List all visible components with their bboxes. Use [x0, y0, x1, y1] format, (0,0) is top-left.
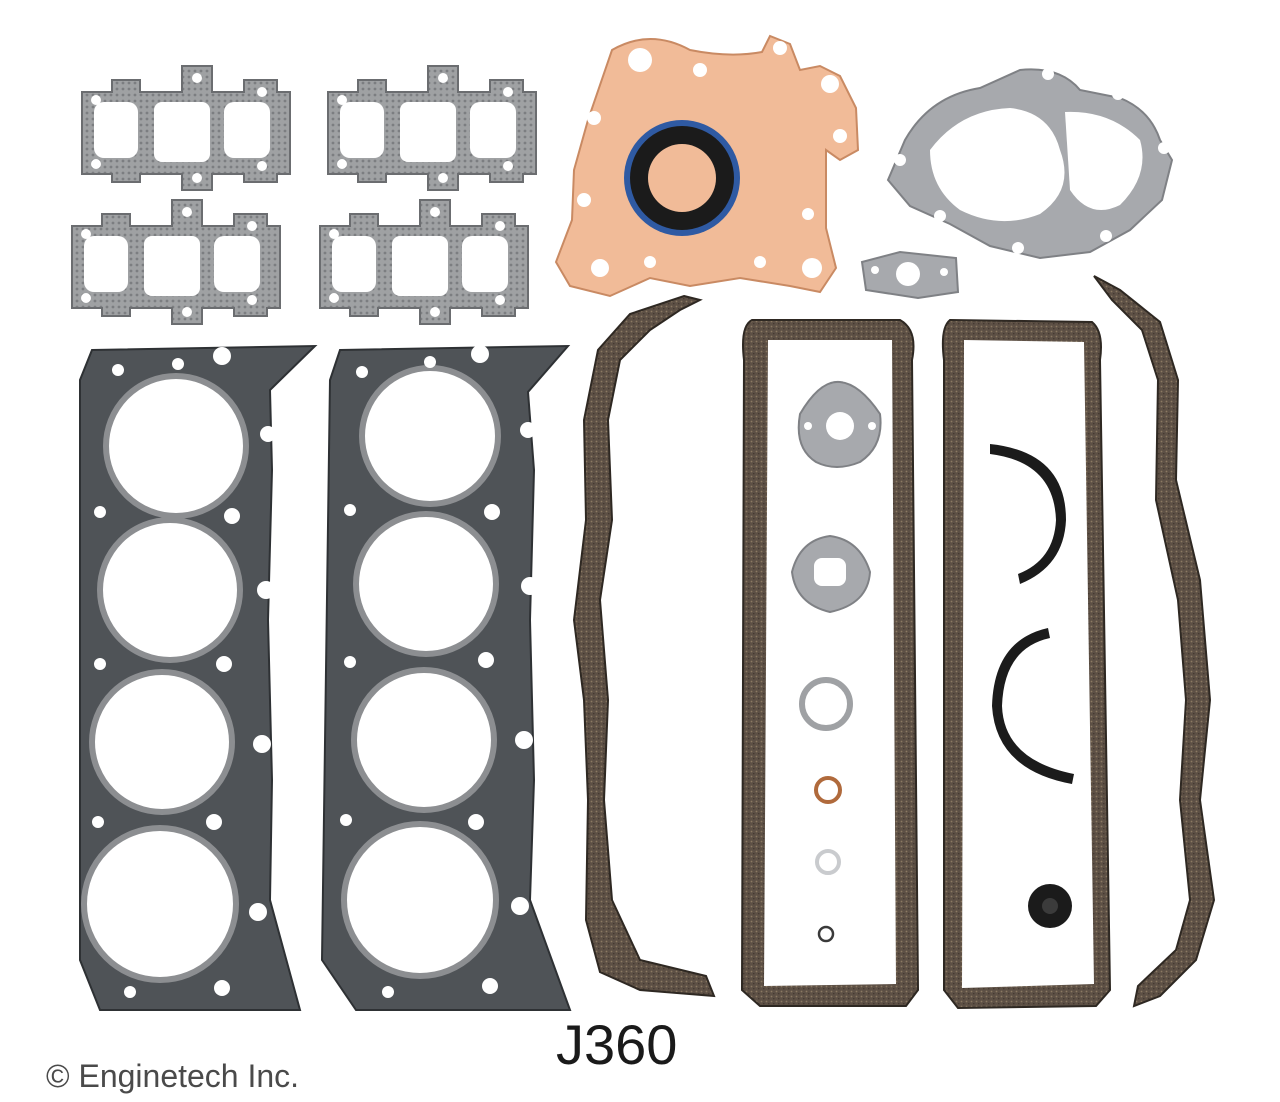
exhaust-manifold-gasket-bottom-left — [71, 199, 281, 325]
rear-main-seal-icon — [990, 444, 1066, 584]
aluminum-washer — [815, 849, 841, 875]
rear-main-seal-upper — [990, 444, 1066, 584]
cylinder-head-gasket-right — [320, 344, 572, 1011]
valve-cover-gasket-icon — [572, 294, 716, 998]
copyright-text: © Enginetech Inc. — [46, 1058, 300, 1094]
thermostat-gasket — [860, 250, 960, 300]
small-o-ring — [817, 925, 835, 943]
exhaust-manifold-gasket-top-left — [81, 65, 291, 191]
grommet — [1028, 884, 1072, 928]
copper-washer — [814, 776, 842, 804]
fuel-pump-gasket — [790, 534, 872, 614]
oil-pan-gasket-left — [572, 294, 716, 998]
cylinder-head-gasket-left — [79, 344, 318, 1011]
o-ring-large — [799, 677, 853, 731]
rear-main-seal-lower — [992, 628, 1074, 784]
exhaust-manifold-gasket-icon — [81, 65, 291, 191]
crank-oil-seal — [624, 120, 740, 236]
exhaust-manifold-gasket-top-right — [327, 65, 537, 191]
part-number-label: J360 — [556, 1013, 678, 1076]
water-pump-gasket — [886, 68, 1174, 260]
oil-pan-gasket-right — [1093, 275, 1216, 1008]
exhaust-manifold-gasket-bottom-right — [319, 199, 529, 325]
timing-cover-gasket — [554, 34, 860, 298]
valve-cover-gasket-left — [740, 319, 920, 1007]
distributor-gasket — [797, 380, 882, 468]
valve-cover-gasket-right — [941, 318, 1112, 1010]
